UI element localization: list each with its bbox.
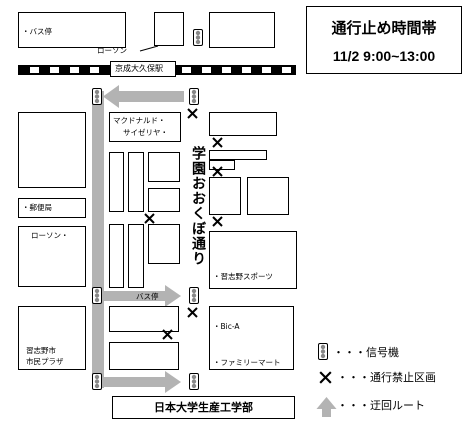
label-station: 京成大久保駅: [115, 64, 163, 73]
building-city-hall: [18, 306, 86, 370]
building-bus-stop-top: [18, 12, 126, 48]
label-bus-stop-mid: バス停: [136, 292, 159, 301]
building-center-1: [109, 152, 124, 212]
building-right-1: [209, 112, 277, 136]
label-city-hall-1: 習志野市: [26, 346, 56, 355]
closure-x-icon: [187, 307, 198, 318]
building-center-6: [128, 224, 144, 288]
building-top-right: [209, 12, 275, 48]
building-center-2: [128, 152, 144, 212]
building-post-office: [18, 198, 86, 218]
traffic-signal-icon: [92, 287, 102, 304]
closure-x-icon: [212, 166, 223, 177]
label-lawson-top: ローソン: [97, 46, 127, 55]
label-city-hall-2: 市民プラザ: [26, 357, 64, 366]
label-mcdonalds: マクドナルド・: [113, 116, 166, 125]
building-right-3: [209, 160, 235, 170]
closure-x-icon: [212, 216, 223, 227]
building-bottom-center-2: [109, 342, 179, 370]
label-bus-stop-top: ・バス停: [22, 27, 52, 36]
label-post-office: ・郵便局: [22, 203, 52, 212]
building-right-2: [209, 150, 267, 160]
traffic-signal-icon: [189, 88, 199, 105]
building-lawson-top: [154, 12, 184, 46]
closure-time: 11/2 9:00~13:00: [332, 48, 436, 64]
building-left-1: [18, 112, 86, 188]
label-family-mart: ・ファミリーマート: [213, 358, 281, 367]
traffic-signal-icon: [193, 29, 203, 46]
closure-x-icon: [187, 108, 198, 119]
closure-x-icon: [162, 329, 173, 340]
traffic-signal-icon: [92, 88, 102, 105]
building-bic-a-family-mart: [209, 306, 294, 370]
legend-signal: ・・・信号機: [333, 346, 399, 359]
closure-title: 通行止め時間帯: [331, 19, 437, 37]
traffic-signal-icon: [92, 373, 102, 390]
traffic-signal-icon: [318, 343, 328, 360]
traffic-signal-icon: [189, 373, 199, 390]
label-saizeriya: サイゼリヤ・: [123, 128, 168, 137]
building-mcdonalds: [109, 112, 181, 142]
building-narashino-sports: [209, 231, 297, 289]
building-nihon-univ: [112, 396, 295, 419]
label-bic-a: ・Bic-A: [213, 322, 240, 331]
building-right-5: [247, 177, 289, 215]
building-center-5: [109, 224, 124, 288]
building-center-4: [148, 188, 180, 212]
closure-time-box: 通行止め時間帯 11/2 9:00~13:00: [306, 6, 462, 74]
road-name: 学園おおくぼ通り: [190, 146, 206, 266]
building-bottom-center-1: [109, 306, 179, 332]
closure-x-icon: [144, 213, 155, 224]
traffic-signal-icon: [189, 287, 199, 304]
label-narashino-sports: ・習志野スポーツ: [213, 272, 273, 281]
label-nihon-univ: 日本大学生産工学部: [154, 401, 253, 414]
building-right-4: [209, 177, 241, 215]
legend-closed: ・・・通行禁止区画: [337, 371, 436, 384]
closure-x-icon: [212, 137, 223, 148]
building-center-3: [148, 152, 180, 182]
building-center-7: [148, 224, 180, 264]
station-box: [110, 61, 176, 77]
legend-detour: ・・・迂回ルート: [337, 399, 425, 412]
label-lawson-mid: ローソン・: [31, 231, 69, 240]
detour-arrow-icon: [316, 397, 337, 417]
closure-x-icon: [319, 371, 332, 384]
building-lawson-mid: [18, 226, 86, 287]
